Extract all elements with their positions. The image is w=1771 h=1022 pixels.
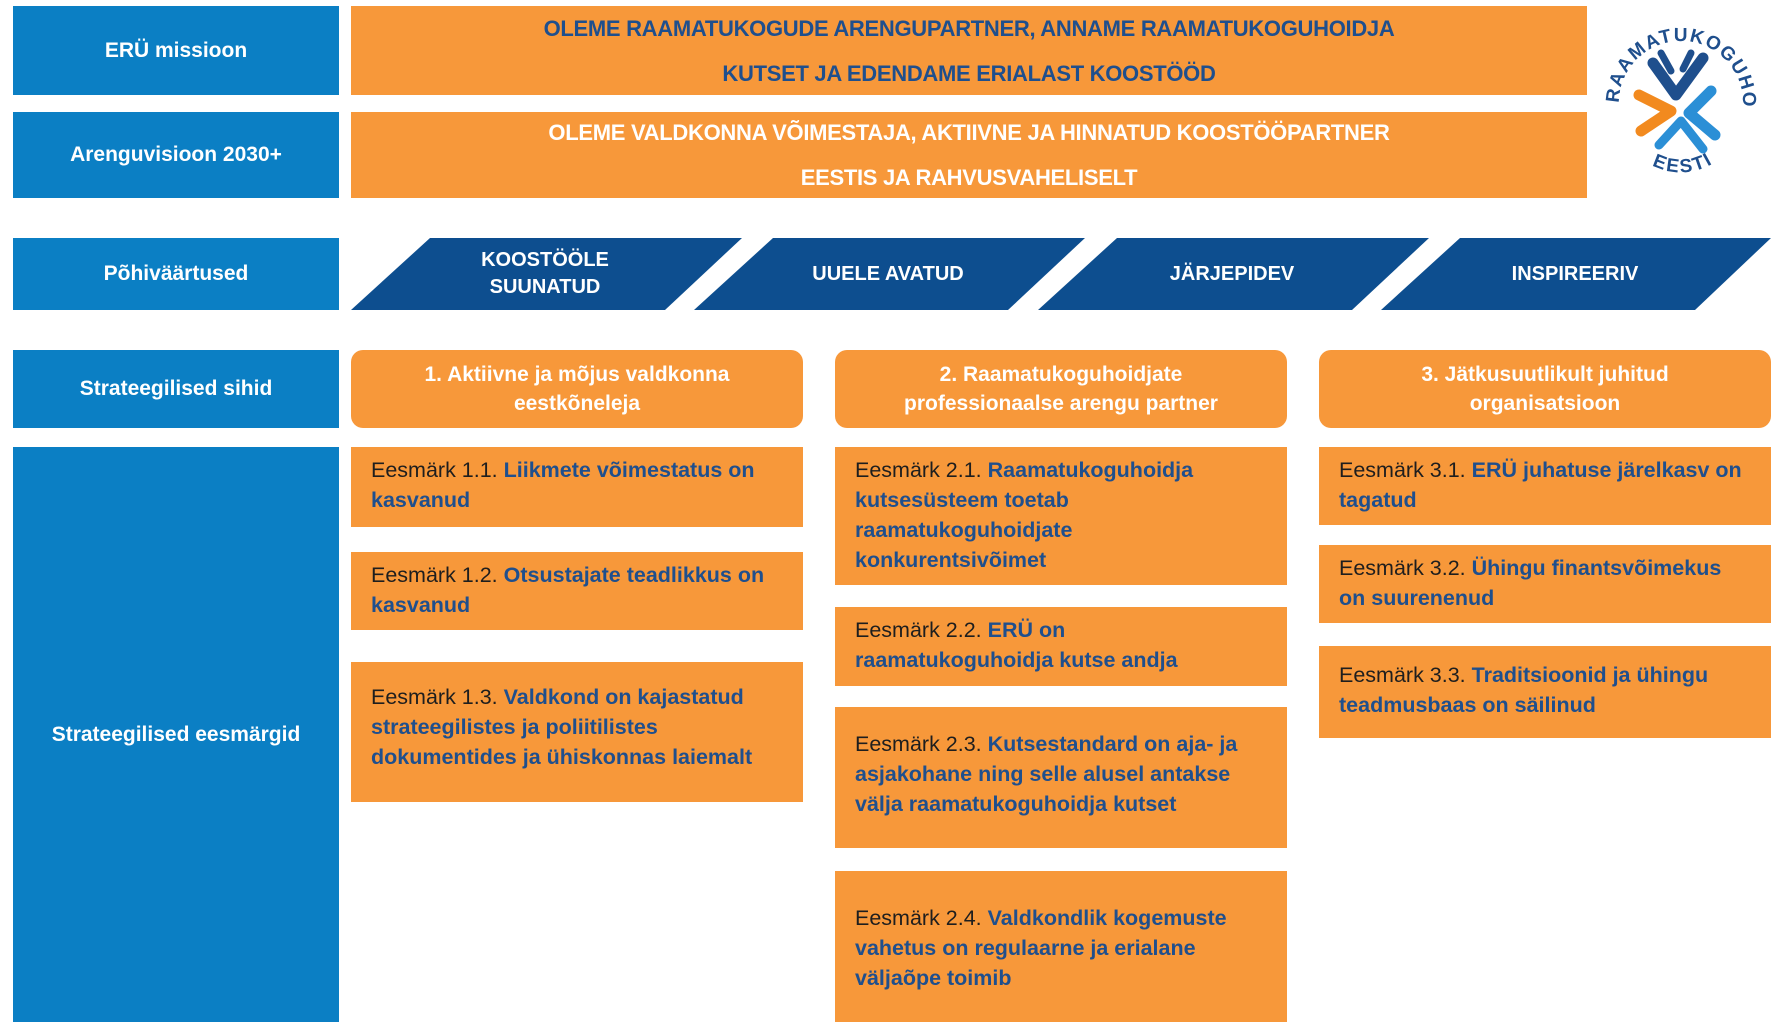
goal-1-2-label: Eesmärk 1.2. (371, 563, 504, 587)
value-3-label: JÄRJEPIDEV (1169, 262, 1295, 285)
goal-1-2-text: Otsustajate teadlikkus on kasvanud (371, 563, 765, 617)
goal-2-1: Eesmärk 2.1. Raamatukoguhoidja kutsesüst… (835, 447, 1287, 585)
goal-2-3: Eesmärk 2.3. Kutsestandard on aja- ja as… (835, 707, 1287, 848)
value-3: JÄRJEPIDEV (1117, 238, 1347, 310)
logo-emblem-icon (1633, 49, 1721, 154)
mission-line-2: KUTSET JA EDENDAME ERIALAST KOOSTÖÖD (722, 60, 1216, 86)
row-label-values: Põhiväärtused (13, 238, 339, 310)
mission-line-1: OLEME RAAMATUKOGUDE ARENGUPARTNER, ANNAM… (543, 15, 1395, 41)
value-4-label: INSPIREERIV (1511, 262, 1639, 285)
value-2: UUELE AVATUD (773, 238, 1003, 310)
row-label-directions: Strateegilised sihid (13, 350, 339, 428)
vision-line-1: OLEME VALDKONNA VÕIMESTAJA, AKTIIVNE JA … (548, 120, 1390, 145)
goal-2-4-text: Valdkondlik kogemuste vahetus on regulaa… (855, 906, 1227, 990)
goal-1-3-text: Valdkond on kajastatud strateegilistes j… (371, 685, 753, 769)
goal-3-1: Eesmärk 3.1. ERÜ juhatuse järelkasv on t… (1319, 447, 1771, 525)
goal-2-1-label: Eesmärk 2.1. (855, 458, 988, 482)
direction-1: 1. Aktiivne ja mõjus valdkonna eestkõnel… (351, 350, 803, 428)
goal-3-2-text: Ühingu finantsvõimekus on suurenenud (1339, 556, 1722, 610)
goal-1-1-text: Liikmete võimestatus on kasvanud (371, 458, 755, 512)
goal-2-4-label: Eesmärk 2.4. (855, 906, 988, 930)
goal-2-1-text: Raamatukoguhoidja kutsesüsteem toetab ra… (855, 458, 1194, 572)
goal-3-1-text: ERÜ juhatuse järelkasv on tagatud (1339, 458, 1742, 512)
goal-2-2-label: Eesmärk 2.2. (855, 618, 988, 642)
value-1: KOOSTÖÖLE SUUNATUD (430, 238, 660, 310)
row-label-mission: ERÜ missioon (13, 6, 339, 95)
goal-1-2: Eesmärk 1.2. Otsustajate teadlikkus on k… (351, 552, 803, 630)
value-shape-2 (694, 238, 1085, 310)
goal-1-3-label: Eesmärk 1.3. (371, 685, 504, 709)
vision-banner: OLEME VALDKONNA VÕIMESTAJA, AKTIIVNE JA … (351, 112, 1587, 198)
direction-3-line-1: 3. Jätkusuutlikult juhitud (1421, 363, 1669, 386)
direction-2-line-2: professionaalse arengu partner (904, 392, 1218, 415)
association-logo: RAAMATUKOGUHOIDJATE ÜHING EESTI (1591, 3, 1758, 178)
goal-1-3: Eesmärk 1.3. Valdkond on kajastatud stra… (351, 662, 803, 802)
value-1-line-1: KOOSTÖÖLE (481, 249, 609, 271)
direction-3-line-2: organisatsioon (1469, 392, 1621, 415)
goal-2-3-label: Eesmärk 2.3. (855, 732, 988, 756)
direction-1-line-2: eestkõneleja (513, 392, 641, 415)
goal-1-1-label: Eesmärk 1.1. (371, 458, 504, 482)
goal-2-2-text: ERÜ on raamatukoguhoidja kutse andja (855, 618, 1178, 672)
goal-2-4: Eesmärk 2.4. Valdkondlik kogemuste vahet… (835, 871, 1287, 1022)
goal-3-2: Eesmärk 3.2. Ühingu finantsvõimekus on s… (1319, 545, 1771, 623)
goal-3-1-label: Eesmärk 3.1. (1339, 458, 1472, 482)
goal-1-1: Eesmärk 1.1. Liikmete võimestatus on kas… (351, 447, 803, 527)
row-label-vision: Arenguvisioon 2030+ (13, 112, 339, 198)
goal-3-3-label: Eesmärk 3.3. (1339, 663, 1472, 687)
value-2-label: UUELE AVATUD (812, 262, 964, 285)
value-shape-1 (351, 238, 742, 310)
row-label-goals: Strateegilised eesmärgid (13, 447, 339, 1022)
value-shape-4 (1381, 238, 1771, 310)
svg-text:EESTI: EESTI (1650, 149, 1717, 178)
logo-bottom-text: EESTI (1650, 149, 1715, 178)
goal-3-3: Eesmärk 3.3. Traditsioonid ja ühingu tea… (1319, 646, 1771, 738)
value-1-line-2: SUUNATUD (489, 276, 601, 298)
goal-3-2-label: Eesmärk 3.2. (1339, 556, 1472, 580)
goal-2-2: Eesmärk 2.2. ERÜ on raamatukoguhoidja ku… (835, 607, 1287, 686)
mission-banner: OLEME RAAMATUKOGUDE ARENGUPARTNER, ANNAM… (351, 6, 1587, 95)
vision-line-2: EESTIS JA RAHVUSVAHELISELT (800, 165, 1138, 190)
direction-2-line-1: 2. Raamatukoguhoidjate (939, 363, 1183, 386)
value-4: INSPIREERIV (1460, 238, 1690, 310)
value-shape-3 (1038, 238, 1429, 310)
direction-3: 3. Jätkusuutlikult juhitud organisatsioo… (1319, 350, 1771, 428)
goal-3-3-text: Traditsioonid ja ühingu teadmusbaas on s… (1339, 663, 1709, 717)
goal-2-3-text: Kutsestandard on aja- ja asjakohane ning… (855, 732, 1238, 816)
direction-1-line-1: 1. Aktiivne ja mõjus valdkonna (424, 363, 730, 386)
direction-2: 2. Raamatukoguhoidjate professionaalse a… (835, 350, 1287, 428)
